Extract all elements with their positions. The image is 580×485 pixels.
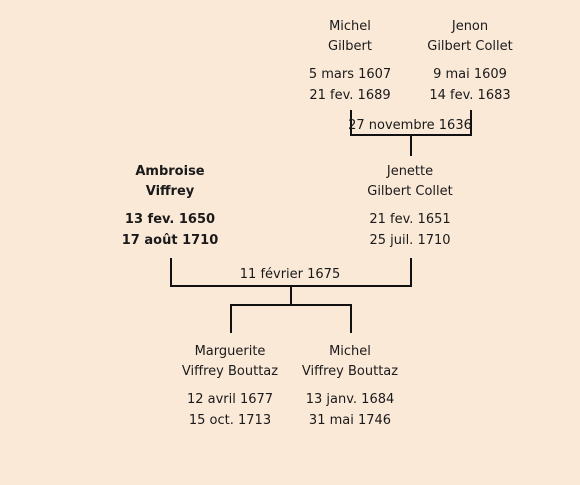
birth-date: 13 fev. 1650: [124, 212, 216, 227]
birth-date: 13 janv. 1684: [305, 392, 395, 407]
person-michel-viffrey: Michel Viffrey Bouttaz 13 janv. 1684 31 …: [275, 342, 425, 431]
connector-line: [230, 304, 352, 306]
connector-line: [350, 304, 352, 333]
connector-line: [350, 110, 352, 136]
first-name: Jenette: [386, 164, 434, 179]
death-date: 21 fev. 1689: [309, 88, 391, 103]
first-name: Jenon: [451, 19, 489, 34]
person-jenette: Jenette Gilbert Collet 21 fev. 1651 25 j…: [335, 162, 485, 251]
last-name: Gilbert: [328, 39, 372, 54]
connector-line: [410, 134, 412, 156]
first-name: Michel: [329, 19, 371, 34]
marriage-date: 27 novembre 1636: [348, 118, 472, 133]
death-date: 15 oct. 1713: [188, 413, 272, 428]
birth-date: 5 mars 1607: [308, 67, 392, 82]
person-ambroise-viffrey: Ambroise Viffrey 13 fev. 1650 17 août 17…: [95, 162, 245, 251]
birth-date: 21 fev. 1651: [369, 212, 451, 227]
first-name: Marguerite: [194, 344, 266, 359]
last-name: Viffrey: [145, 184, 195, 199]
connector-line: [290, 285, 292, 305]
death-date: 14 fev. 1683: [429, 88, 511, 103]
last-name: Viffrey Bouttaz: [181, 364, 279, 379]
death-date: 31 mai 1746: [308, 413, 392, 428]
death-date: 17 août 1710: [121, 233, 219, 248]
connector-line: [410, 258, 412, 287]
first-name: Michel: [329, 344, 371, 359]
connector-line: [470, 110, 472, 136]
last-name: Gilbert Collet: [367, 184, 453, 199]
birth-date: 12 avril 1677: [186, 392, 274, 407]
connector-line: [170, 258, 172, 287]
connector-line: [230, 304, 232, 333]
marriage-date: 11 février 1675: [239, 267, 341, 282]
last-name: Gilbert Collet: [427, 39, 513, 54]
person-marguerite: Marguerite Viffrey Bouttaz 12 avril 1677…: [155, 342, 305, 431]
last-name: Viffrey Bouttaz: [301, 364, 399, 379]
birth-date: 9 mai 1609: [433, 67, 507, 82]
person-jenon: Jenon Gilbert Collet 9 mai 1609 14 fev. …: [395, 17, 545, 106]
person-michel-gilbert: Michel Gilbert 5 mars 1607 21 fev. 1689: [275, 17, 425, 106]
first-name: Ambroise: [135, 164, 205, 179]
death-date: 25 juil. 1710: [369, 233, 451, 248]
